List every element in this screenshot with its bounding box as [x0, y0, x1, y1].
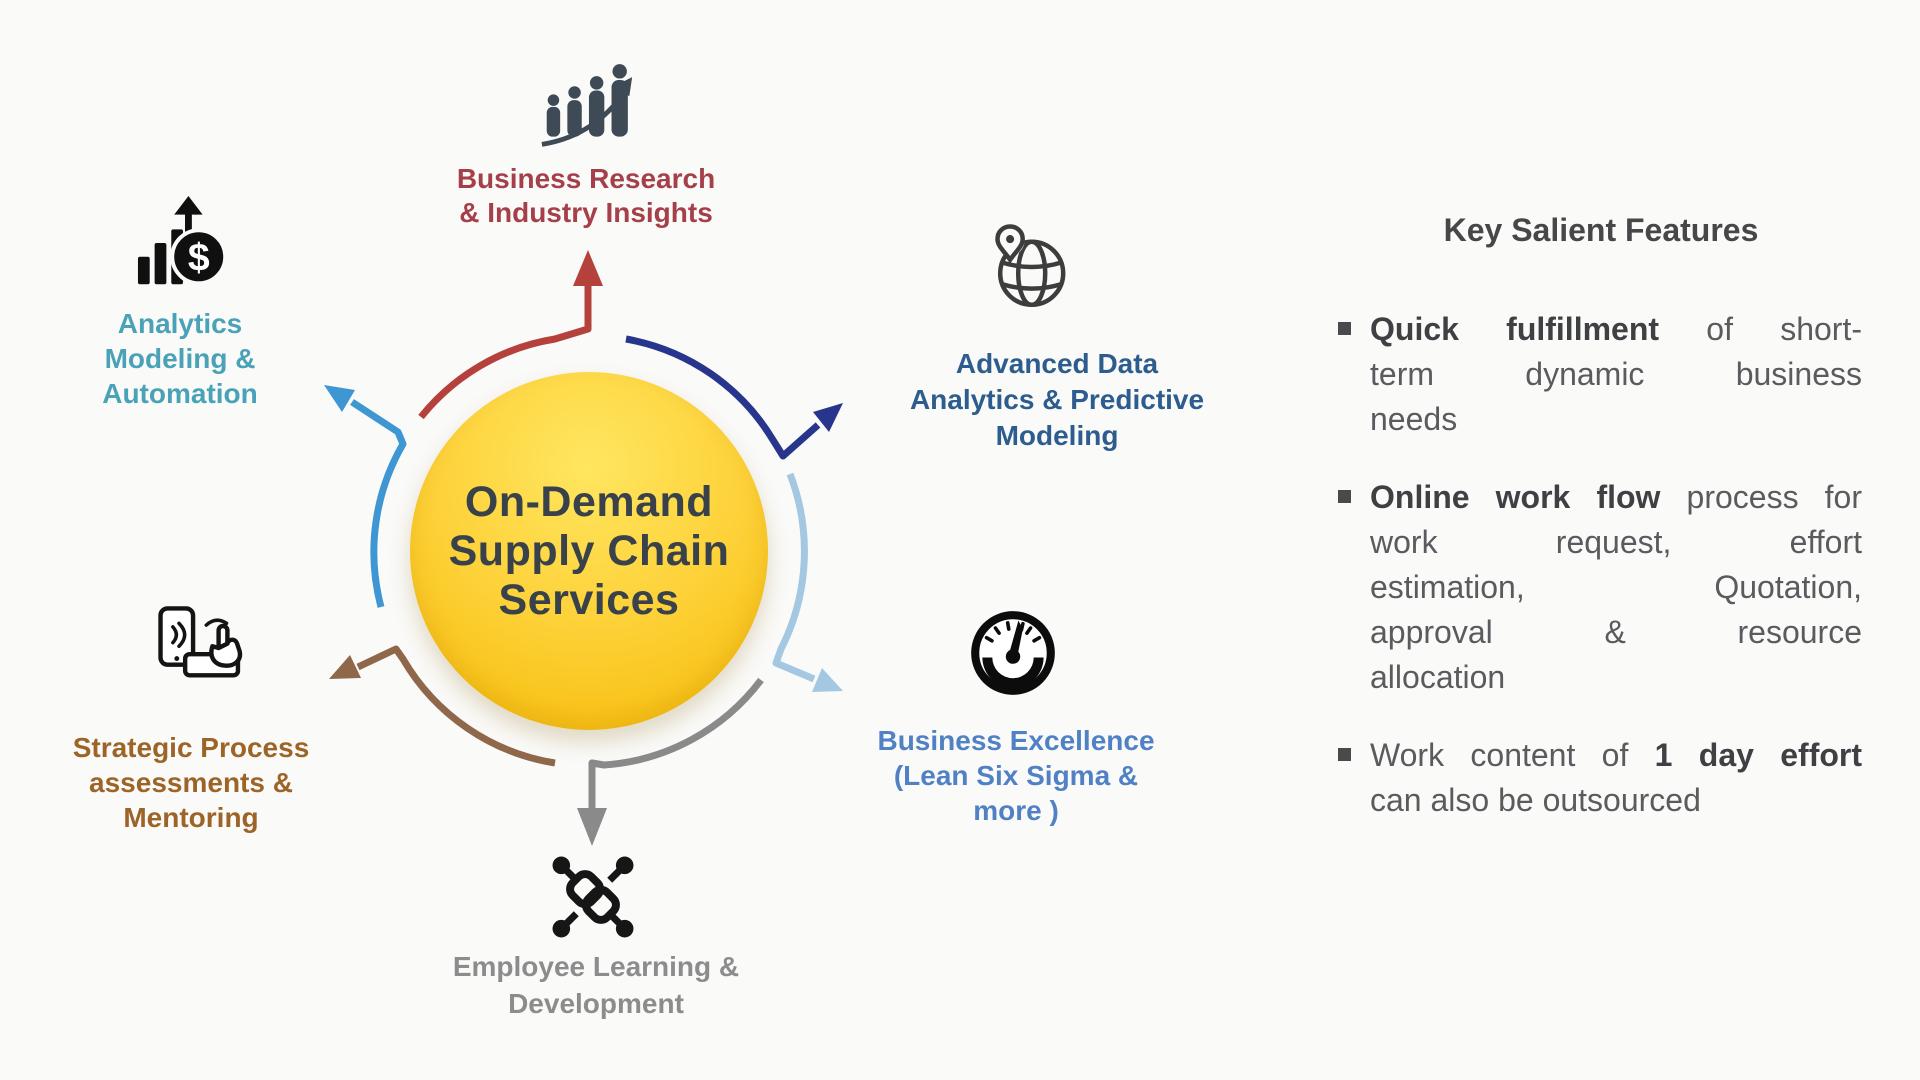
hub-title: On-Demand Supply Chain Services: [448, 477, 730, 624]
label-advanced-data-analytics: Advanced Data Analytics & Predictive Mod…: [909, 348, 1205, 451]
globe-pin-icon: [984, 222, 1074, 312]
arrow-advanced-data-analytics: [625, 335, 843, 460]
svg-text:$: $: [188, 236, 210, 279]
arrow-business-research: [418, 250, 603, 420]
arrow-strategic-process: [329, 645, 556, 767]
label-strategic-process: Strategic Process assessments & Mentorin…: [72, 732, 310, 833]
bullet-square-icon: [1338, 322, 1351, 335]
features-title: Key Salient Features: [1443, 212, 1759, 248]
gauge-icon: [968, 608, 1058, 698]
phone-hand-icon: [148, 604, 254, 692]
people-growth-icon: [540, 56, 636, 152]
bullet-square-icon: [1338, 490, 1351, 503]
linked-people-icon: [549, 853, 637, 941]
label-business-excellence: Business Excellence (Lean Six Sigma & mo…: [877, 725, 1155, 826]
bar-chart-dollar-icon: $: [136, 194, 234, 296]
bullet-square-icon: [1338, 748, 1351, 761]
label-analytics-modeling: Analytics Modeling & Automation: [102, 308, 258, 409]
arrow-business-excellence: [772, 472, 843, 692]
hub-circle: On-Demand Supply Chain Services: [410, 372, 768, 730]
arrow-analytics-modeling: [324, 385, 407, 608]
label-business-research: Business Research & Industry Insights: [456, 163, 716, 228]
arrow-employee-learning: [577, 677, 764, 846]
label-employee-learning: Employee Learning & Development: [452, 951, 740, 1019]
